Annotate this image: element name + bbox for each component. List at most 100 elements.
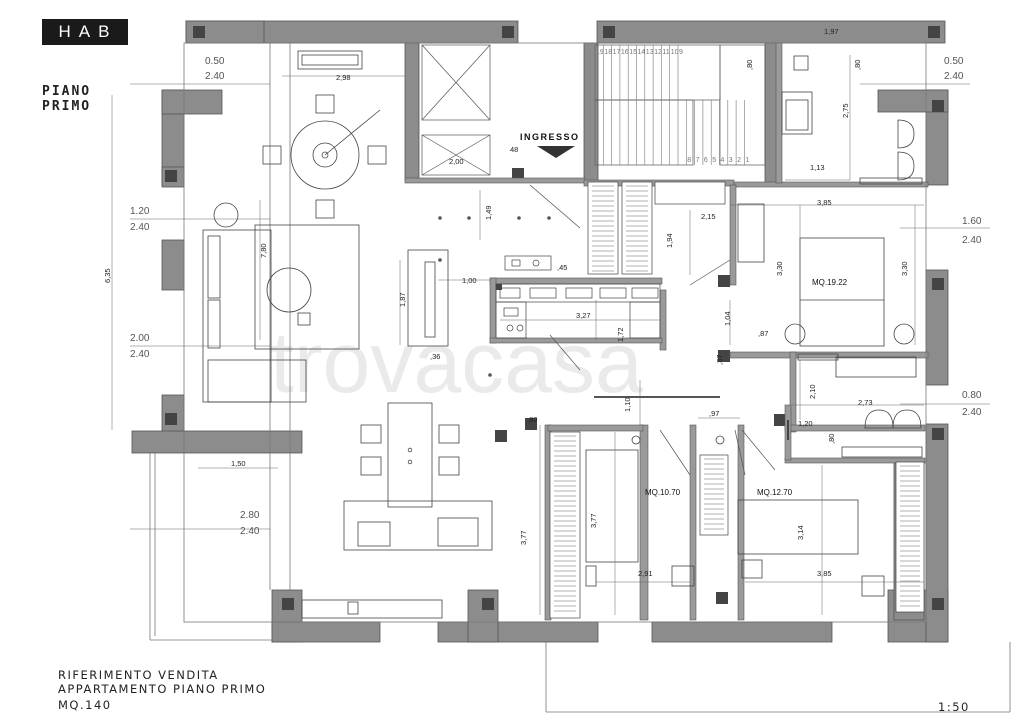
outline-lines [149,42,1011,713]
dimension-labels: 2,98 2,00 48 6,35 7,80 1,49 1,00 1,87 ,3… [103,27,909,578]
stair-number: 3 [729,157,733,164]
window-tl-sill: 0.50 [205,56,225,67]
entrance-arrow-icon [537,146,575,158]
stair-number: 15 [629,49,637,56]
stair-number: 1 [745,157,749,164]
window-balcony-sill: 2.80 [240,510,260,521]
dim-wall-80: ,80 [527,415,537,424]
door-swings [549,259,776,476]
room-area-master: MQ.19.22 [812,278,848,287]
dim-door-104: 1,04 [723,311,732,326]
interior-walls [404,42,929,621]
bedroom2-furniture [585,435,695,587]
dim-bedroom-height-right: 3,30 [900,261,909,276]
ceiling-lights [438,216,551,377]
dim-door-87: ,87 [758,329,768,338]
entrance-door-swing [529,184,581,229]
stair-number: 5 [712,157,716,164]
dim-hall-depth: 1,49 [484,205,493,220]
dim-kitchen-depth: 1,72 [616,327,625,342]
master-bedroom-furniture [737,203,917,378]
dim-bedroom2-inner: 3,77 [589,513,598,528]
stair-number: 14 [638,49,646,56]
stair-number: 8 [687,157,691,164]
exterior-walls [131,20,949,643]
dim-lift-width: 2,00 [449,157,464,166]
wardrobe-hangers [554,185,920,612]
window-r2-head: 2.40 [962,407,982,418]
dim-corridor-110: 1,10 [623,397,632,412]
dim-corridor-width: 2,15 [701,212,716,221]
dim-bedroom-width: 3,85 [817,198,832,207]
stair-number: 17 [613,49,621,56]
dim-bath2-80: ,80 [827,434,836,444]
dim-bedroom3-width: 3,85 [817,569,832,578]
stair-number: 7 [696,157,700,164]
stair-number: 4 [721,157,725,164]
window-l2-sill: 2.00 [130,333,150,344]
dim-bath1-80a: ,80 [745,60,754,70]
window-l2-head: 2.40 [130,349,150,360]
floor-title-line1: PIANO [42,84,92,99]
dim-left-height: 6,35 [103,268,112,283]
entrance-label: INGRESSO [520,132,580,142]
stair-number: 18 [604,49,612,56]
floor-title-line2: PRIMO [42,99,92,114]
dim-bedroom3-height: 3,14 [796,525,805,540]
dim-bath2-120: 1,20 [798,419,813,428]
dim-bedroom2-width: 2,91 [638,569,653,578]
dim-bath1-113: 1,13 [810,163,825,172]
bathroom1-fixtures [781,55,923,185]
dim-bath1-80b: ,80 [853,60,862,70]
window-tr-sill: 0.50 [944,56,964,67]
window-l1-head: 2.40 [130,222,150,233]
dim-bedroom2-height: 3,77 [519,530,528,545]
dim-door-37: ,37 [715,355,724,365]
dim-door-97: ,97 [709,409,719,418]
dim-stair-gap: 48 [510,145,518,154]
footer-line1: RIFERIMENTO VENDITA [58,668,219,682]
dim-bath1-height: 2,75 [841,103,850,118]
window-tr-head: 2.40 [944,71,964,82]
window-heights: 0.50 2.40 0.50 2.40 1.20 2.40 2.00 2.40 … [130,56,982,537]
footer-line2: APPARTAMENTO PIANO PRIMO [58,682,267,696]
room-area-labels: MQ.19.22 MQ.10.70 MQ.12.70 [645,278,848,497]
stair-number: 16 [621,49,629,56]
room-area-bedroom3: MQ.12.70 [757,488,793,497]
dim-sofa-length: 7,80 [259,243,268,258]
stair-treads [594,45,745,165]
stair-number: 6 [704,157,708,164]
window-l1-sill: 1.20 [130,206,150,217]
footer-line3: MQ.140 [58,698,112,712]
stair-number: 11 [662,49,669,56]
window-r1-sill: 1.60 [962,216,982,227]
bathroom2-fixtures [787,409,923,458]
dim-bath2-height: 2,10 [808,384,817,399]
stair-number: 12 [654,49,662,56]
stair-number: 19 [596,49,604,56]
dim-bedroom-height-left: 3,30 [775,261,784,276]
bedroom3-furniture [715,435,885,597]
dimension-lines [111,55,990,615]
drawing-scale: 1:50 [938,700,970,714]
dim-bath1-width: 1,97 [824,27,839,36]
dim-hall-width: 1,00 [462,276,477,285]
watermark-text: trovacasa [270,315,643,411]
brand-logo: HAB [42,19,128,45]
stair-number: 10 [671,49,679,56]
stair-core [421,44,766,176]
living-furniture [202,50,493,619]
wardrobes [549,181,925,619]
dim-kitchen-length: 3,27 [576,311,591,320]
dim-balcony-width: 1,50 [231,459,246,468]
window-balcony-head: 2.40 [240,526,260,537]
dim-bath2-width: 2,73 [858,398,873,407]
room-area-bedroom2: MQ.10.70 [645,488,681,497]
stair-number: 13 [646,49,654,56]
dim-closet-width: ,36 [430,352,440,361]
dim-living-width: 2,98 [336,73,351,82]
window-r1-head: 2.40 [962,235,982,246]
